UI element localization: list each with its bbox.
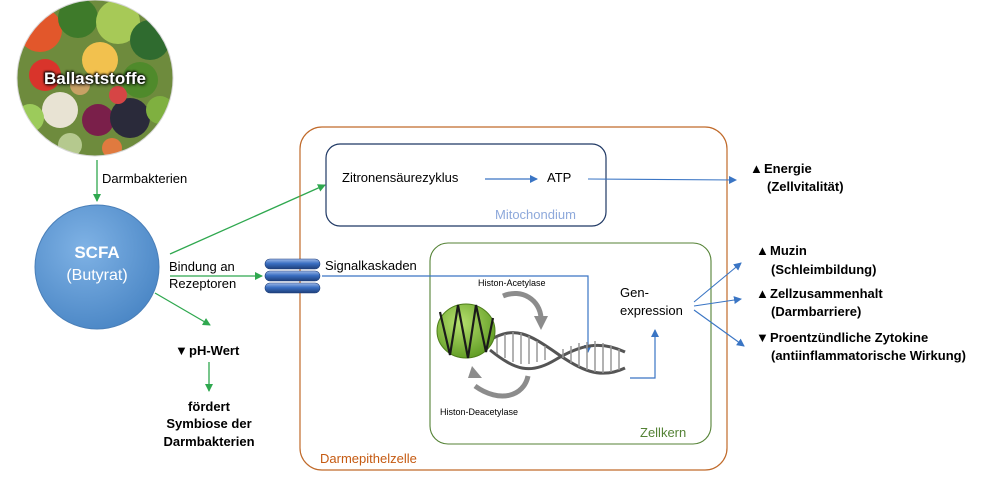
energy-up-icon: ▲ (750, 161, 763, 176)
acetylation-cycle-arrow-icon (502, 291, 548, 330)
scfa-circle (34, 204, 160, 330)
outcome-muzin: ▲Muzin (756, 243, 807, 259)
arrow-scfa-to-ph (154, 292, 211, 326)
expression-label-1: Gen- (620, 285, 649, 300)
binding-label-2: Rezeptoren (169, 276, 237, 291)
mitochondrium-box (325, 143, 607, 227)
arrow-to-muzin (693, 262, 742, 303)
outcome-cytokines: ▼Proentzündliche Zytokine (756, 330, 928, 346)
nucleus-box (429, 242, 712, 445)
binding-label-1: Bindung an (169, 259, 235, 274)
citric-cycle-label: Zitronensäurezyklus (342, 170, 459, 185)
histone-icon (436, 303, 496, 359)
symbiosis-line-3: Darmbakterien (163, 434, 255, 449)
mitochondrium-label: Mitochondium (495, 207, 576, 222)
ph-down-icon: ▼ (175, 343, 188, 358)
ph-text: pH-Wert (189, 343, 240, 358)
symbiosis-line-1: fördert (188, 399, 230, 414)
deacetylation-cycle-arrow-icon (468, 366, 531, 399)
outcome-cytokines-title: Proentzündliche Zytokine (770, 330, 929, 345)
outcome-cohesion: ▲Zellzusammenhalt (756, 286, 883, 302)
outcome-energy-detail: (Zellvitalität) (767, 179, 844, 194)
dna-helix-icon (489, 331, 626, 375)
outcome-cohesion-title: Zellzusammenhalt (770, 286, 883, 301)
arrow-atp-to-energy (587, 175, 737, 184)
receptor-icon (264, 258, 321, 294)
arrow-to-cohesion (693, 296, 742, 307)
arrow-scfa-to-mitochondrium (169, 184, 326, 255)
vegetables-image (17, 0, 173, 156)
outcome-energy: ▲Energie (750, 161, 812, 177)
expression-label-2: expression (620, 303, 683, 318)
ph-label: ▼pH-Wert (175, 343, 239, 359)
symbiosis-line-2: Symbiose der (166, 416, 252, 431)
outcome-cohesion-detail: (Darmbarriere) (771, 304, 862, 319)
signal-label: Signalkaskaden (325, 258, 417, 273)
cell-label: Darmepithelzelle (320, 451, 417, 466)
cytokines-down-icon: ▼ (756, 330, 769, 345)
cohesion-up-icon: ▲ (756, 286, 769, 301)
vegetables-image-border (16, 0, 174, 157)
outcome-energy-title: Energie (764, 161, 812, 176)
outcome-muzin-detail: (Schleimbildung) (771, 262, 877, 277)
nucleus-label: Zellkern (640, 425, 687, 440)
scfa-name: SCFA (74, 243, 120, 262)
hat-label: Histon-Acetylase (478, 278, 546, 288)
scfa-sub: (Butyrat) (66, 267, 128, 284)
arrow-dna-to-expression (630, 329, 659, 379)
arrow-signal-to-dna (322, 275, 592, 353)
bacteria-label: Darmbakterien (102, 171, 188, 186)
outcome-cytokines-detail: (antiinflammatorische Wirkung) (771, 348, 966, 363)
hdac-label: Histon-Deacetylase (440, 407, 519, 417)
arrow-to-cytokines (693, 309, 745, 347)
muzin-up-icon: ▲ (756, 243, 769, 258)
outcome-muzin-title: Muzin (770, 243, 807, 258)
atp-label: ATP (547, 170, 572, 185)
food-label: Ballaststoffe (43, 69, 147, 88)
epithelial-cell-box (299, 126, 728, 471)
